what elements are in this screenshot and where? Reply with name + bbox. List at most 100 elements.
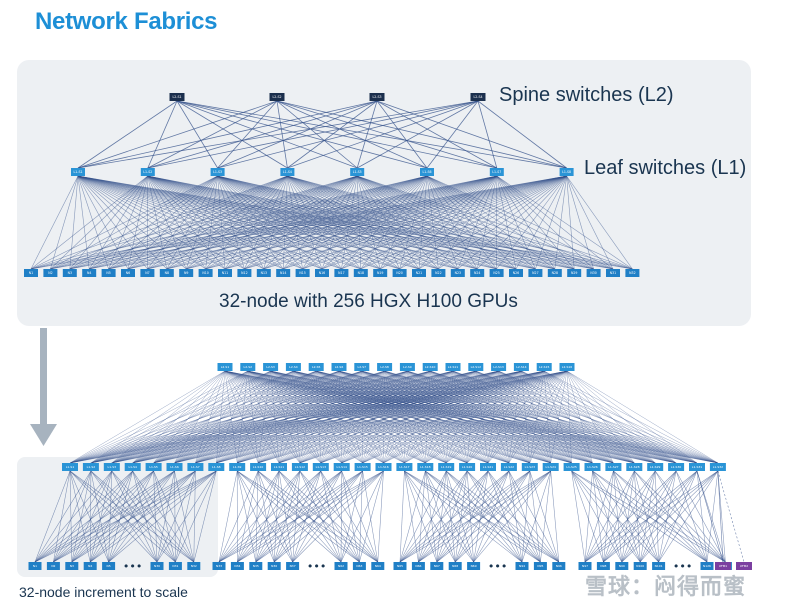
- compute-node-box: [168, 562, 182, 570]
- leaf-node-link: [237, 470, 301, 563]
- compute-node-label: N12: [241, 271, 247, 275]
- leaf-node-link: [71, 470, 113, 563]
- compute-node-box: [159, 269, 174, 277]
- compute-node-label: N97: [582, 564, 588, 568]
- spine-leaf-link: [404, 370, 568, 464]
- leaf-node-link: [224, 175, 358, 270]
- leaf-node-link: [639, 470, 677, 563]
- spine-leaf-link: [544, 370, 593, 464]
- leaf-node-link: [30, 175, 218, 270]
- leaf-switch: L1-S7: [187, 463, 204, 471]
- leaf-node-link: [147, 175, 567, 270]
- leaf-node-link: [71, 470, 196, 563]
- leaf-node-link: [69, 175, 497, 270]
- compute-node-box: [46, 562, 60, 570]
- leaf-switch-box: [229, 463, 246, 471]
- compute-node-label: N99: [619, 564, 625, 568]
- compute-node: N19: [373, 269, 388, 277]
- leaf-node-link: [473, 470, 531, 563]
- leaf-switch-box: [350, 168, 365, 176]
- compute-node-box: [615, 562, 629, 570]
- spine-leaf-link: [237, 370, 568, 464]
- spine-leaf-link: [320, 370, 568, 464]
- spine-leaf-link: [498, 370, 718, 464]
- leaf-node-link: [399, 470, 530, 563]
- compute-node-box: [700, 562, 714, 570]
- leaf-node-link: [584, 470, 677, 563]
- leaf-node-link: [53, 470, 154, 563]
- spine-leaf-link: [195, 370, 499, 464]
- leaf-switch-box: [140, 168, 155, 176]
- compute-node-box: [467, 562, 481, 570]
- leaf-node-link: [53, 470, 92, 563]
- compute-node: N32: [625, 269, 640, 277]
- spine-leaf-link: [521, 370, 718, 464]
- leaf-node-link: [217, 175, 303, 270]
- leaf-node-link: [341, 175, 428, 270]
- leaf-node-link: [166, 175, 567, 270]
- spine-switch: L2-S3: [369, 93, 385, 101]
- compute-node-label: N16: [319, 271, 325, 275]
- spine-leaf-link: [466, 370, 545, 464]
- leaf-node-link: [360, 175, 567, 270]
- leaf-switch-label: L1-S14: [337, 465, 347, 469]
- spine-switch: L2-S7: [354, 363, 370, 371]
- spine-leaf-link: [258, 370, 499, 464]
- leaf-node-link: [621, 470, 698, 563]
- spine-switch-label: L2-S13: [493, 365, 503, 369]
- leaf-switch-label: L1-S2: [87, 465, 96, 469]
- compute-node-label: N10: [202, 271, 208, 275]
- leaf-node-link: [292, 470, 301, 563]
- spine-leaf-link: [90, 370, 568, 464]
- compute-node-box: [315, 269, 329, 277]
- spine-switch-box: [369, 93, 385, 101]
- leaf-switch: L1-S6: [166, 463, 183, 471]
- leaf-node-link: [287, 175, 303, 270]
- compute-node-label: N22: [435, 271, 441, 275]
- leaf-node-link: [457, 175, 567, 270]
- spine-leaf-link: [544, 370, 719, 464]
- spine-switch-label: L2-S14: [516, 365, 526, 369]
- spine-switch-box: [470, 93, 486, 101]
- leaf-node-link: [147, 175, 168, 270]
- leaf-node-link: [224, 175, 428, 270]
- leaf-switch-label: L1-S28: [629, 465, 639, 469]
- ufm-node-label: UFM2: [740, 564, 749, 568]
- leaf-node-link: [34, 470, 71, 563]
- leaf-switch-label: L1-S2: [143, 170, 152, 174]
- leaf-node-link: [425, 470, 523, 563]
- leaf-node-link: [127, 175, 149, 270]
- leaf-node-link: [340, 470, 384, 563]
- compute-node-box: [237, 269, 252, 277]
- spine-leaf-link: [111, 370, 568, 464]
- leaf-node-link: [341, 175, 358, 270]
- spine-leaf-link: [237, 370, 522, 464]
- leaf-switch-box: [459, 463, 476, 471]
- leaf-node-link: [90, 470, 217, 563]
- leaf-node-link: [50, 175, 218, 270]
- compute-node-box: [28, 562, 42, 570]
- leaf-node-link: [554, 175, 567, 270]
- leaf-node-link: [30, 175, 288, 270]
- spine-leaf-link: [276, 100, 428, 169]
- spine-leaf-link: [147, 100, 178, 169]
- compute-node-box: [552, 562, 566, 570]
- leaf-node-link: [584, 470, 719, 563]
- compute-node: N29: [567, 269, 582, 277]
- spine-leaf-link: [216, 370, 408, 464]
- spine-leaf-link: [237, 370, 431, 464]
- leaf-switch: L1-S27: [605, 463, 622, 471]
- spine-leaf-link: [278, 370, 476, 464]
- leaf-switch: L1-S21: [480, 463, 496, 471]
- compute-node-box: [528, 269, 543, 277]
- leaf-node-link: [399, 470, 447, 563]
- leaf-node-link: [224, 175, 288, 270]
- leaf-node-link: [53, 470, 217, 563]
- compute-node-label: N8: [165, 271, 169, 275]
- spine-leaf-link: [384, 370, 698, 464]
- leaf-node-link: [380, 175, 567, 270]
- spine-leaf-link: [544, 370, 698, 464]
- leaf-node-link: [654, 470, 726, 563]
- leaf-switch-label: L1-S5: [353, 170, 362, 174]
- spine-leaf-link: [376, 100, 497, 169]
